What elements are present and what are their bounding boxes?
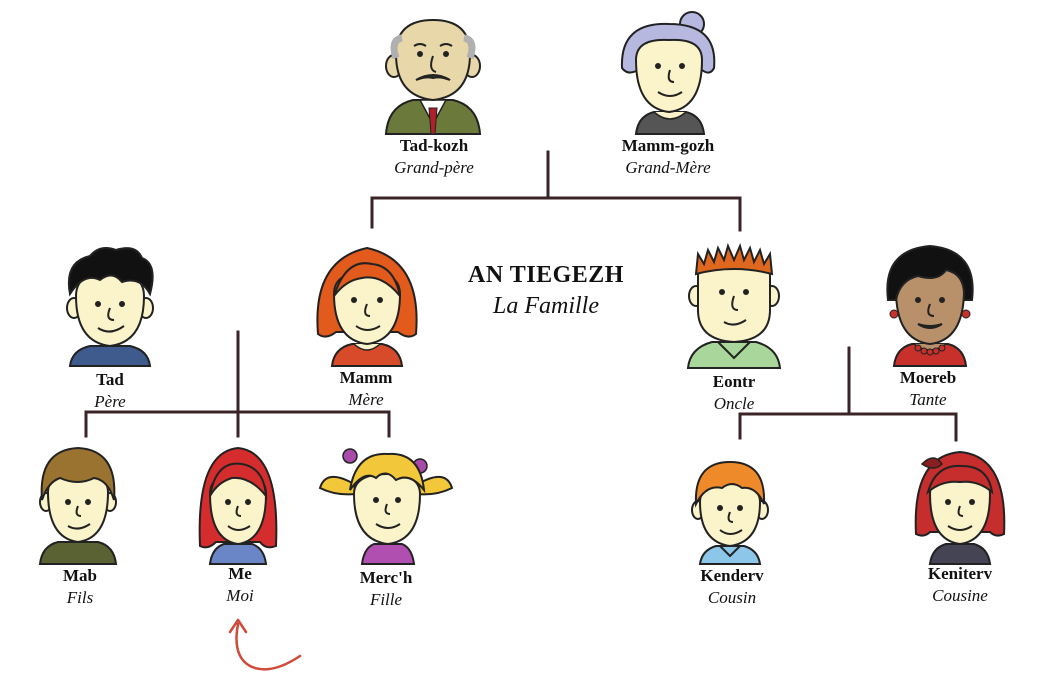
son-portrait [38, 446, 118, 565]
breton-name: Me [228, 564, 252, 583]
cousin-boy-portrait [691, 460, 769, 565]
label-mab: Mab Fils [0, 566, 160, 607]
breton-name: Moereb [899, 368, 957, 387]
french-name: Fils [66, 587, 94, 607]
breton-name: Keniterv [927, 564, 993, 583]
grandfather-portrait [384, 18, 482, 135]
french-name: Cousine [932, 585, 988, 605]
title-french: La Famille [493, 293, 599, 319]
label-keniterv: Keniterv Cousine [880, 564, 1040, 605]
breton-name: Eontr [712, 372, 756, 391]
grandparents-connector [370, 150, 742, 232]
curved-arrow-icon [228, 618, 302, 671]
breton-name: Mamm-gozh [621, 136, 715, 155]
french-name: Grand-père [394, 157, 474, 177]
label-merch: Merc'h Fille [306, 568, 466, 609]
breton-name: Tad-kozh [399, 136, 469, 155]
french-name: Moi [226, 585, 254, 605]
french-name: Père [94, 391, 126, 411]
breton-name: Mab [63, 566, 97, 585]
french-name: Oncle [713, 393, 755, 413]
parents-connector [84, 330, 391, 438]
cousin-girl-portrait [914, 450, 1006, 565]
label-mamm: Mamm Mère [286, 368, 446, 409]
breton-name: Mamm [339, 368, 393, 387]
french-name: Cousin [707, 587, 757, 607]
mother-portrait [316, 246, 418, 367]
breton-name: Tad [96, 370, 124, 389]
label-mamm-gozh: Mamm-gozh Grand-Mère [588, 136, 748, 177]
french-name: Tante [909, 389, 947, 409]
uncle-portrait [686, 243, 782, 369]
grandmother-portrait [620, 11, 716, 135]
label-moereb: Moereb Tante [848, 368, 1008, 409]
breton-name: Kenderv [700, 566, 764, 585]
daughter-portrait [318, 448, 454, 565]
father-portrait [66, 247, 154, 367]
diagram-title: AN TIEGEZH La Famille [436, 262, 656, 320]
label-tad-kozh: Tad-kozh Grand-père [354, 136, 514, 177]
french-name: Grand-Mère [625, 157, 711, 177]
aunt-uncle-connector [738, 346, 958, 442]
french-name: Fille [369, 589, 403, 609]
me-portrait [198, 446, 278, 565]
label-tad: Tad Père [30, 370, 190, 411]
title-breton: AN TIEGEZH [468, 262, 624, 288]
label-kenderv: Kenderv Cousin [652, 566, 812, 607]
breton-name: Merc'h [359, 568, 413, 587]
label-me: Me Moi [160, 564, 320, 605]
label-eontr: Eontr Oncle [654, 372, 814, 413]
french-name: Mère [348, 389, 384, 409]
aunt-portrait [886, 244, 974, 367]
